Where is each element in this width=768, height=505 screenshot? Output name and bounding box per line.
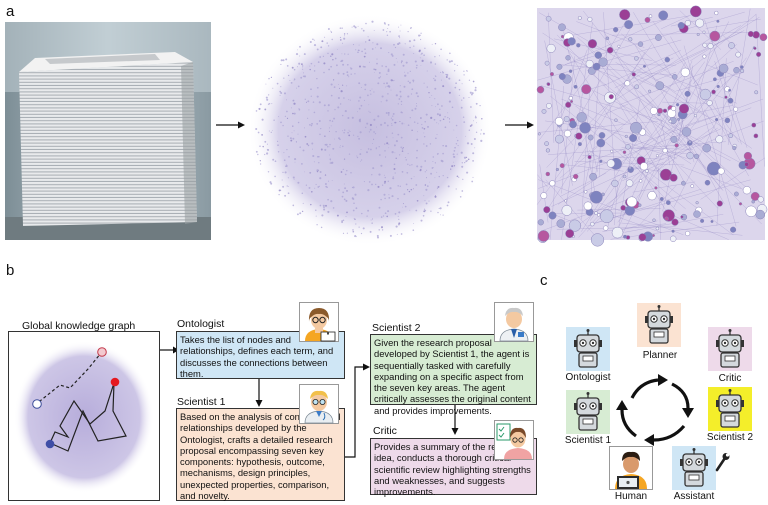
planner-robot-icon — [637, 303, 681, 347]
assistant-robot-icon — [672, 446, 716, 490]
arrow-scientist1-to-scientist2 — [345, 363, 370, 458]
panel-letter-a: a — [6, 3, 15, 20]
panel-letter-c: c — [540, 272, 548, 289]
panel-letter-b: b — [6, 262, 15, 279]
critic-box: Provides a summary of the research idea,… — [370, 438, 537, 498]
critic-c-label: Critic — [718, 373, 742, 384]
assistant-label: Assistant — [673, 491, 715, 502]
wrench-icon — [715, 453, 730, 472]
scientist1-title: Scientist 1 — [177, 396, 226, 408]
paper-stack-image — [5, 22, 211, 240]
human-person-icon — [609, 446, 653, 490]
critic-robot-icon — [708, 327, 752, 371]
scientist2-description: Given the research proposal developed by… — [374, 337, 531, 416]
scientist1-robot-icon — [566, 390, 610, 434]
scientist1-c-label: Scientist 1 — [564, 435, 612, 446]
zoomed-network — [536, 5, 768, 247]
scientist2-title: Scientist 2 — [372, 322, 421, 334]
arrow-a1 — [216, 121, 245, 129]
human-label: Human — [614, 491, 648, 502]
ontologist-description: Takes the list of nodes and relationship… — [180, 334, 334, 379]
ontologist-title: Ontologist — [177, 318, 225, 330]
global-graph-box — [8, 331, 160, 501]
critic-description: Provides a summary of the research idea,… — [374, 441, 531, 498]
arrow-ontologist-to-scientist1 — [255, 379, 263, 407]
global-graph-title: Global knowledge graph — [22, 320, 136, 332]
knowledge-graph-network — [248, 14, 492, 246]
scientist1-person-icon — [299, 384, 339, 424]
ontologist-c-label: Ontologist — [565, 372, 611, 383]
scientist1-description: Based on the analysis of concepts and re… — [180, 411, 341, 502]
ontologist-person-icon — [299, 302, 339, 342]
scientist2-box: Given the research proposal developed by… — [370, 334, 537, 416]
arrow-scientist2-to-critic — [451, 405, 459, 435]
ontologist-box: Takes the list of nodes and relationship… — [176, 331, 345, 379]
scientist2-person-icon — [494, 302, 534, 342]
ontologist-robot-icon — [566, 327, 610, 371]
planner-label: Planner — [642, 350, 678, 361]
arrow-a2 — [505, 121, 534, 129]
critic-title: Critic — [373, 425, 397, 437]
scientist2-robot-icon — [708, 387, 752, 431]
scientist1-box: Based on the analysis of concepts and re… — [176, 408, 345, 501]
critic-person-icon — [494, 420, 534, 460]
scientist2-c-label: Scientist 2 — [706, 432, 754, 443]
workflow-cycle-arrows — [616, 374, 694, 446]
